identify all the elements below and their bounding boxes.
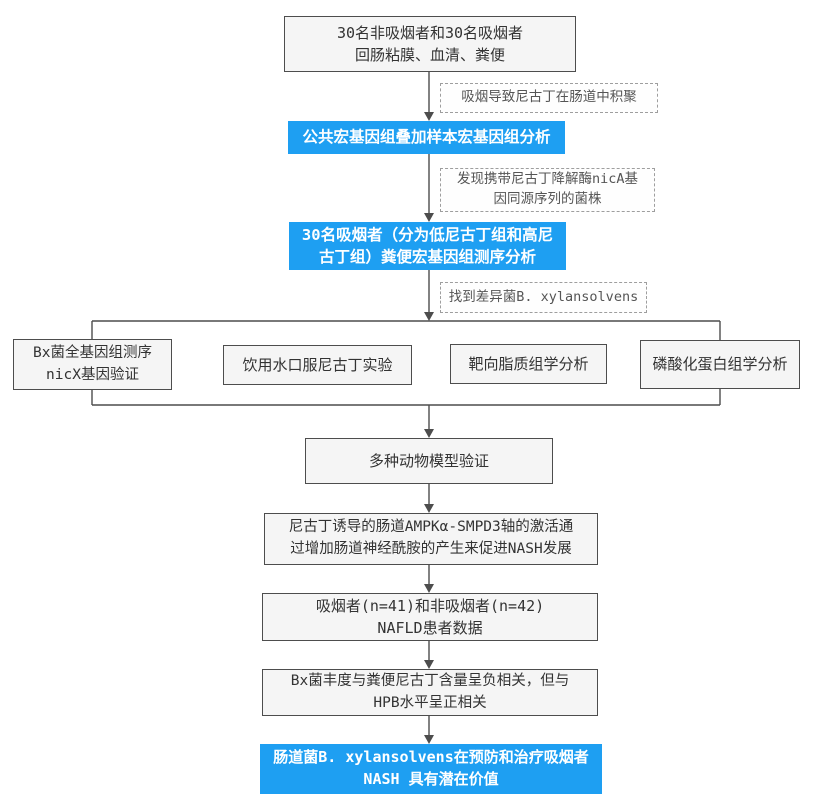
note-nicotine-accumulation: 吸烟导致尼古丁在肠道中积聚 [440,83,658,113]
node-public-metagenome-analysis: 公共宏基因组叠加样本宏基因组分析 [288,121,565,154]
node-cohort-samples: 30名非吸烟者和30名吸烟者 回肠粘膜、血清、粪便 [284,16,576,72]
node-conclusion: 肠道菌B. xylansolvens在预防和治疗吸烟者 NASH 具有潜在价值 [260,744,602,794]
node-oral-nicotine-experiment: 饮用水口服尼古丁实验 [223,345,412,385]
node-phosphoproteomics-analysis: 磷酸化蛋白组学分析 [640,340,800,389]
node-bx-genome-sequencing: Bx菌全基因组测序 nicX基因验证 [13,339,172,390]
node-smoker-metagenome-sequencing: 30名吸烟者（分为低尼古丁组和高尼 古丁组）粪便宏基因组测序分析 [289,222,566,270]
node-ampk-smpd3-mechanism: 尼古丁诱导的肠道AMPKα-SMPD3轴的激活通 过增加肠道神经酰胺的产生来促进… [264,513,598,565]
note-nica-homolog-strains: 发现携带尼古丁降解酶nicA基 因同源序列的菌株 [440,168,655,212]
note-differential-bacteria: 找到差异菌B. xylansolvens [440,282,647,313]
node-animal-model-validation: 多种动物模型验证 [305,438,553,484]
node-bx-nicotine-correlation: Bx菌丰度与粪便尼古丁含量呈负相关，但与 HPB水平呈正相关 [262,669,598,716]
node-lipidomics-analysis: 靶向脂质组学分析 [450,344,607,384]
arrowheads [424,112,434,744]
node-nafld-patient-data: 吸烟者(n=41)和非吸烟者(n=42) NAFLD患者数据 [262,593,598,641]
